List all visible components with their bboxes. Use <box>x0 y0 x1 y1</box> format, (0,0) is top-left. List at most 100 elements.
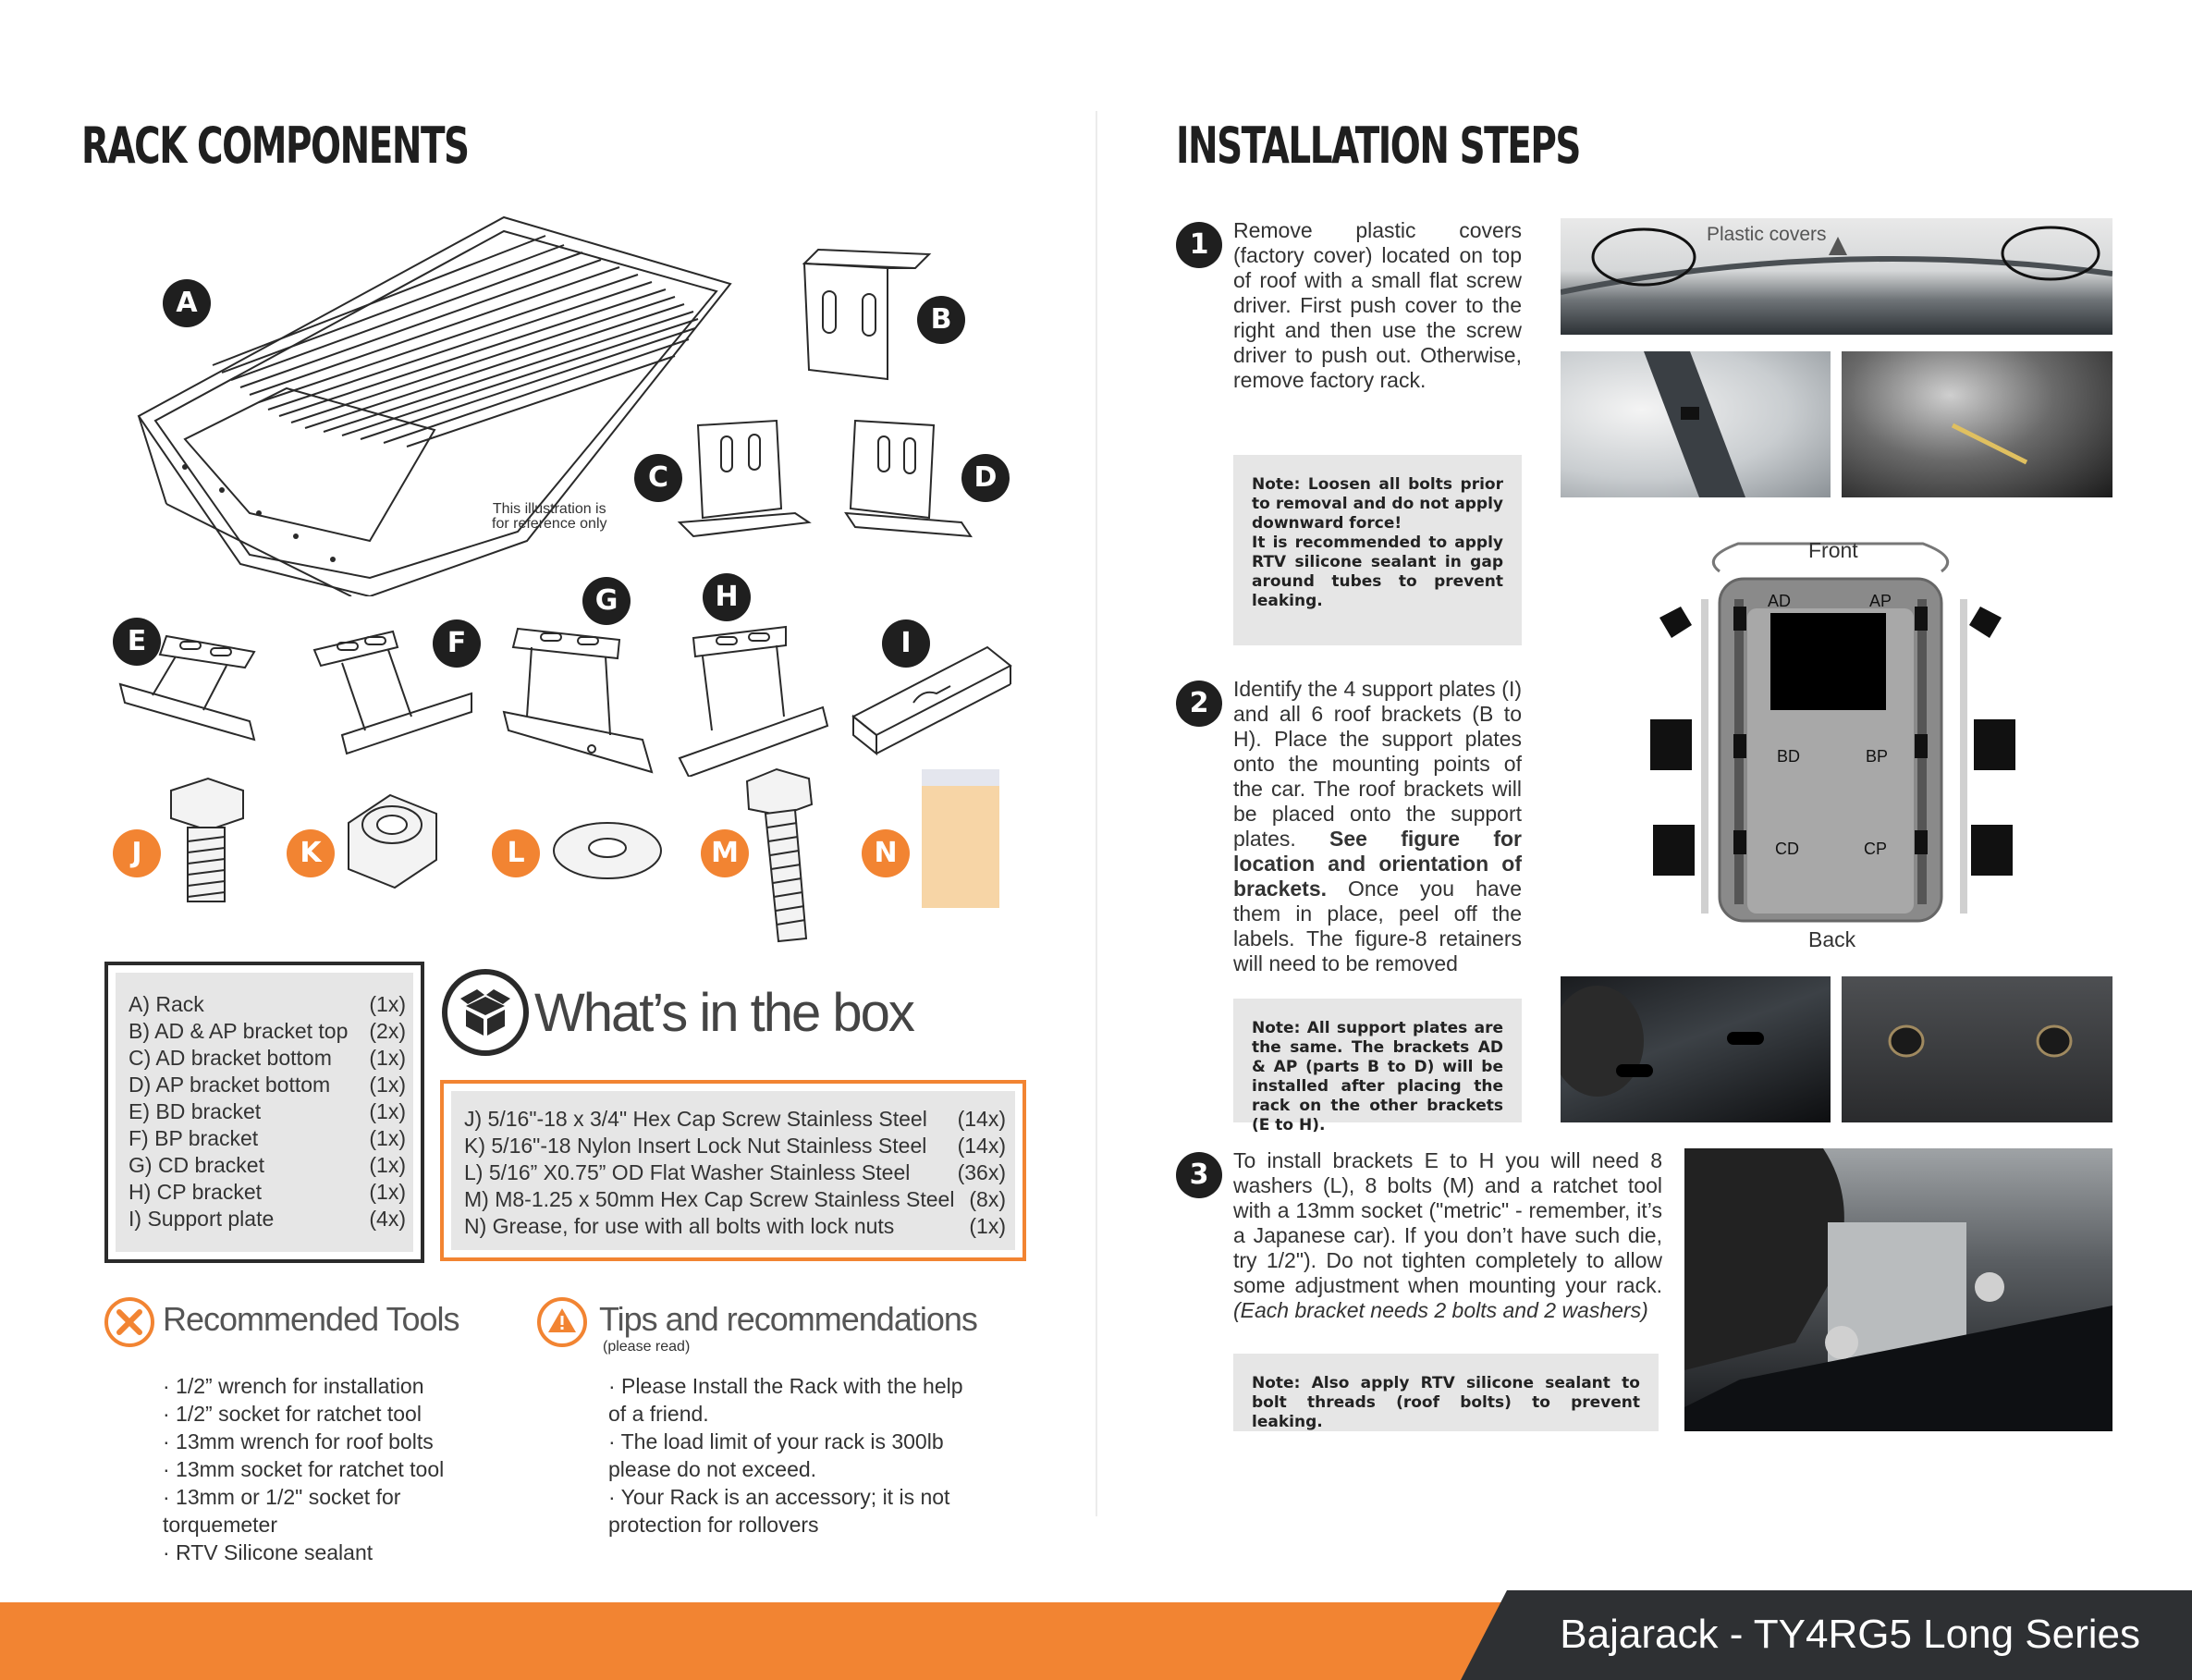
component-row: G) CD bracket (1x) <box>129 1152 406 1179</box>
step-2-number: 2 <box>1176 681 1222 727</box>
warning-icon <box>537 1297 587 1347</box>
component-qty: (1x) <box>369 1046 406 1070</box>
hardware-qty: (1x) <box>969 1214 1006 1238</box>
box-title: What’s in the box <box>534 983 915 1043</box>
tips-title: Tips and recommendations <box>599 1300 978 1338</box>
component-label: B) AD & AP bracket top <box>129 1019 349 1043</box>
hardware-letter-m: M <box>701 829 749 877</box>
step-3-note: Note: Also apply RTV silicone sealant to… <box>1233 1354 1659 1431</box>
step-2-text: Identify the 4 support plates (I) and al… <box>1233 677 1522 976</box>
step-2-text-part: Identify the 4 support plates (I) and al… <box>1233 677 1522 851</box>
hardware-qty: (14x) <box>957 1107 1006 1131</box>
hardware-letter-l: L <box>492 829 540 877</box>
component-label: D) AP bracket bottom <box>129 1073 331 1097</box>
tool-item: · 13mm socket for ratchet tool <box>163 1457 445 1481</box>
bracket-install-photo <box>1684 1148 2112 1431</box>
tip-item: · Your Rack is an accessory; it is not p… <box>608 1485 950 1537</box>
page-divider <box>1096 111 1097 1516</box>
diagram-label-cd: CD <box>1775 840 1799 858</box>
cover-removal-photo-2 <box>1842 351 2112 497</box>
part-letter-b: B <box>917 296 965 344</box>
support-plate-photo-1 <box>1561 976 1831 1122</box>
step-1-number: 1 <box>1176 222 1222 268</box>
hardware-row: N) Grease, for use with all bolts with l… <box>464 1213 1006 1240</box>
plastic-covers-label: Plastic covers <box>1707 224 1827 245</box>
component-label: E) BD bracket <box>129 1099 262 1123</box>
part-letter-d: D <box>961 454 1010 502</box>
component-label: F) BP bracket <box>129 1126 259 1150</box>
hardware-label: M) M8-1.25 x 50mm Hex Cap Screw Stainles… <box>464 1187 955 1211</box>
tool-item: · 13mm or 1/2" socket for torquemeter <box>163 1485 401 1537</box>
component-row: C) AD bracket bottom (1x) <box>129 1045 406 1072</box>
component-qty: (1x) <box>369 1099 406 1123</box>
hardware-qty: (14x) <box>957 1134 1006 1158</box>
illustration-note: This illustration is for reference only <box>492 502 607 532</box>
washer-illustration <box>553 822 662 879</box>
component-qty: (1x) <box>369 1180 406 1204</box>
tool-item: · 1/2” socket for ratchet tool <box>163 1402 422 1426</box>
tools-list: · 1/2” wrench for installation · 1/2” so… <box>163 1372 477 1566</box>
hardware-letter-k: K <box>287 829 335 877</box>
diagram-label-cp: CP <box>1864 840 1888 858</box>
bracket-f-illustration <box>312 630 472 755</box>
tool-item: · 1/2” wrench for installation <box>163 1374 424 1398</box>
tip-item: · The load limit of your rack is 300lb p… <box>608 1429 944 1481</box>
component-label: C) AD bracket bottom <box>129 1046 332 1070</box>
tools-icon <box>104 1297 154 1347</box>
component-row: I) Support plate (4x) <box>129 1206 406 1232</box>
tip-item: · Please Install the Rack with the help … <box>608 1374 963 1426</box>
hardware-row: L) 5/16” X0.75” OD Flat Washer Stainless… <box>464 1159 1006 1186</box>
step-1-note-line: Note: Loosen all bolts prior to removal … <box>1252 475 1503 533</box>
component-row: D) AP bracket bottom (1x) <box>129 1072 406 1098</box>
step-3-text: To install brackets E to H you will need… <box>1233 1148 1662 1323</box>
hardware-list: J) 5/16"-18 x 3/4" Hex Cap Screw Stainle… <box>440 1080 1026 1261</box>
hardware-label: K) 5/16"-18 Nylon Insert Lock Nut Stainl… <box>464 1134 927 1158</box>
component-label: I) Support plate <box>129 1207 275 1231</box>
bracket-d-illustration <box>844 419 973 538</box>
installation-steps-title: INSTALLATION STEPS <box>1176 116 1581 175</box>
hardware-label: N) Grease, for use with all bolts with l… <box>464 1214 895 1238</box>
bracket-placement-diagram <box>1650 542 2015 923</box>
tools-title: Recommended Tools <box>163 1300 460 1338</box>
tool-item: · 13mm wrench for roof bolts <box>163 1429 434 1453</box>
support-plate-photo-2 <box>1842 976 2112 1122</box>
component-label: G) CD bracket <box>129 1153 264 1177</box>
part-letter-c: C <box>634 454 682 502</box>
component-row: H) CP bracket(1x) <box>129 1179 406 1206</box>
hardware-qty: (36x) <box>957 1160 1006 1184</box>
component-qty: (1x) <box>369 1153 406 1177</box>
component-qty: (1x) <box>369 1073 406 1097</box>
component-qty: (2x) <box>369 1019 406 1043</box>
diagram-label-bd: BD <box>1777 747 1801 766</box>
bracket-g-illustration <box>502 627 654 774</box>
rack-components-title: RACK COMPONENTS <box>81 116 470 175</box>
step-2-text-part: Once you have them in place, peel off th… <box>1233 877 1522 975</box>
bracket-c-illustration <box>677 419 812 538</box>
part-letter-g: G <box>582 577 631 625</box>
hardware-row: J) 5/16"-18 x 3/4" Hex Cap Screw Stainle… <box>464 1106 1006 1133</box>
component-qty: (4x) <box>369 1207 406 1231</box>
diagram-back-label: Back <box>1808 927 1856 951</box>
part-letter-h: H <box>703 573 751 621</box>
part-letter-i: I <box>882 619 930 668</box>
m8-bolt-illustration <box>745 767 814 943</box>
component-qty: (1x) <box>369 1126 406 1150</box>
footer-title-panel <box>1461 1590 2192 1680</box>
step-1-note-line: It is recommended to apply RTV silicone … <box>1252 533 1503 610</box>
illustration-note-line: for reference only <box>492 516 607 532</box>
component-label: A) Rack <box>129 992 204 1016</box>
hardware-letter-n: N <box>862 829 910 877</box>
diagram-label-ad: AD <box>1768 592 1792 610</box>
diagram-label-bp: BP <box>1866 747 1889 766</box>
step-1-text: Remove plastic covers (factory cover) lo… <box>1233 218 1522 392</box>
step-3-number: 3 <box>1176 1152 1222 1198</box>
lock-nut-illustration <box>348 793 437 889</box>
tool-item: · RTV Silicone sealant <box>163 1540 373 1564</box>
hardware-label: J) 5/16"-18 x 3/4" Hex Cap Screw Stainle… <box>464 1107 927 1131</box>
diagram-front-label: Front <box>1808 538 1858 562</box>
component-row: F) BP bracket (1x) <box>129 1125 406 1152</box>
part-letter-a: A <box>163 279 211 327</box>
component-row: E) BD bracket (1x) <box>129 1098 406 1125</box>
footer-title: Bajarack - TY4RG5 Long Series <box>1560 1612 2140 1657</box>
component-row: A) Rack(1x) <box>129 991 406 1018</box>
